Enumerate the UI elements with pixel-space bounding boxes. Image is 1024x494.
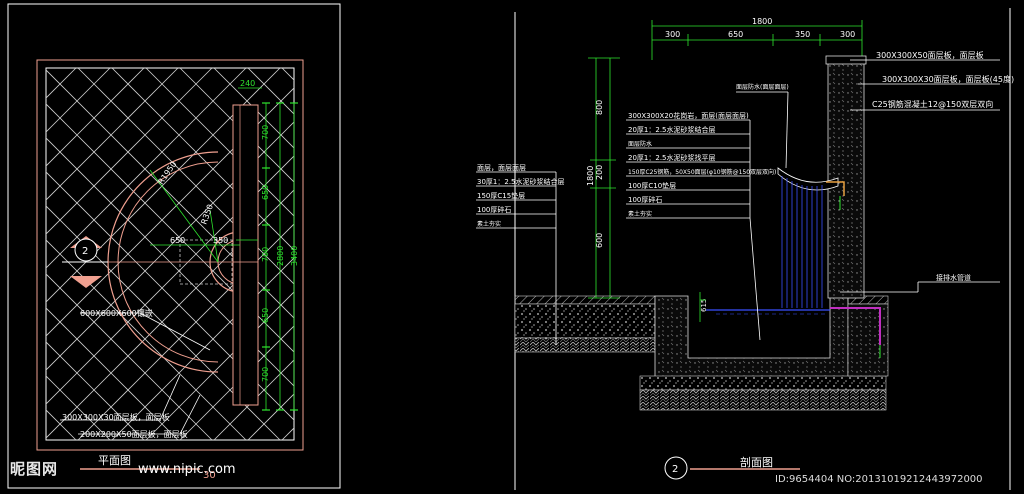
section-view: 1800 300 650 350 300 800 200 600 1800 61… [476,8,1014,490]
plan-dim-total-outer: 3400 [290,246,299,266]
section-dim-top-1: 300 [665,30,680,39]
watermark-brand: 昵图网 [10,460,59,478]
plan-dim-650: 650 [170,236,185,245]
section-center-label-1: 300X300X20花岗岩，面层(面层面层) [628,111,749,120]
section-center-label-8: 素土夯实 [628,210,652,218]
section-right-label-1: 300X300X50面层板，面层板 [876,50,984,60]
section-dim-water: 615 [700,299,708,312]
section-paving-left [514,295,656,305]
section-drain-pipe [830,307,881,345]
section-wall [827,57,865,299]
plan-dim-right-5: 700 [261,367,270,382]
section-gravel-left [514,303,656,339]
plan-dim-top: 240 [240,79,255,88]
section-dim-total-left: 1800 [586,166,595,186]
section-dim-left-1: 800 [595,100,604,115]
section-top-note: 面层防水(面层面层) [736,83,789,91]
plan-view: 240 700 650 700 650 700 2800 3400 650 35… [7,3,341,489]
plan-sheet-frame [7,3,341,489]
section-waterfall [781,176,823,308]
section-pool-basin [654,295,849,381]
section-left-label-5: 素土夯实 [477,220,501,228]
section-dim-top-4: 300 [840,30,855,39]
plan-section-marker: 2 [62,236,108,288]
section-left-label-4: 100厚碎石 [477,205,511,214]
plan-label-b: 200X200X50面层板，面层板 [80,429,188,439]
plan-section-tag: 2 [82,246,88,257]
plan-dim-right-4: 650 [261,308,270,323]
section-dim-top-2: 650 [728,30,743,39]
section-left-leader [476,171,557,345]
section-title: 剖面图 [740,455,773,469]
plan-wall [232,104,259,406]
plan-radius-inner: R350 [199,203,215,226]
plan-dimension-lines [150,87,295,410]
section-left-label-2: 30厚1：2.5水泥砂浆结合层 [477,177,565,186]
section-title-circle [664,456,688,480]
section-left-label-1: 面层，面层面层 [477,164,526,172]
plan-dimension-ticks [262,102,298,411]
plan-label-a: 300X300X30面层板，面层板 [62,412,170,422]
section-dim-left-2: 200 [595,165,604,180]
section-right-note: 接排水管道 [936,273,971,282]
plan-dim-350: 350 [213,236,228,245]
section-center-label-6: 100厚C10垫层 [628,181,676,190]
section-earth-left [514,337,656,353]
plan-outer-border [36,59,304,451]
section-center-label-5: 150厚C25钢筋，50X50面层(φ10钢筋@150双层双向) [628,168,776,176]
plan-dim-right-2: 650 [261,185,270,200]
section-gravel-under [639,375,887,391]
section-center-label-7: 100厚碎石 [628,195,662,204]
section-center-label-2: 20厚1：2.5水泥砂浆结合层 [628,125,716,134]
section-center-leader [626,119,761,341]
section-dim-left-3: 600 [595,233,604,248]
plan-title: 平面图 [98,454,131,467]
plan-dim-right-1: 700 [261,125,270,140]
section-right-label-2: 300X300X30面层板，面层板(45度) [882,74,1014,84]
watermark-id: ID:9654404 NO:20131019212443972000 [775,474,983,485]
section-top-dims [651,20,863,60]
section-dim-top-3: 350 [795,30,810,39]
watermark-url: www.nipic.com [138,462,236,477]
plan-dim-right-3: 700 [261,247,270,262]
section-earth-under [639,389,887,411]
plan-label-tile: 600X600X600镶嵌 [80,308,153,318]
plan-dim-total-inner: 2800 [276,246,285,266]
section-right-label-3: C25钢筋混凝土12@150双层双向 [872,99,993,109]
section-center-label-3: 面层防水 [628,140,652,148]
plan-scale: 30 [203,470,216,481]
section-spout [777,167,839,191]
section-title-tag: 2 [672,464,678,475]
section-dim-total-top: 1800 [752,17,772,26]
section-center-label-4: 20厚1：2.5水泥砂浆找平层 [628,153,716,162]
section-left-label-3: 150厚C15垫层 [477,191,525,200]
